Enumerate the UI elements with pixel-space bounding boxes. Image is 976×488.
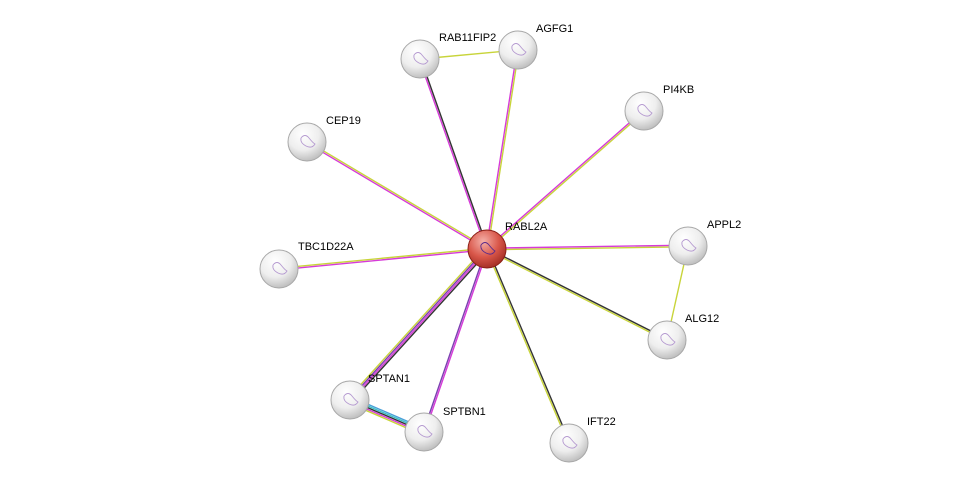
- protein-structure-icon: [511, 43, 527, 56]
- node-tbc1d22a[interactable]: TBC1D22A: [259, 241, 354, 289]
- edge-line: [347, 246, 486, 399]
- edge-rabl2a-cep19[interactable]: [306, 140, 488, 251]
- node-pi4kb[interactable]: PI4KB: [624, 84, 694, 131]
- edge-line: [487, 111, 645, 251]
- edge-line: [307, 140, 488, 249]
- edge-line: [420, 58, 489, 249]
- edge-rabl2a-sptan1[interactable]: [347, 246, 490, 403]
- node-bubble[interactable]: [467, 229, 507, 269]
- edge-line: [487, 50, 520, 250]
- node-label: SPTAN1: [368, 373, 410, 385]
- edge-line: [485, 49, 518, 249]
- edge-rabl2a-tbc1d22a[interactable]: [278, 247, 488, 271]
- edge-line: [348, 247, 487, 400]
- edge-line: [424, 249, 489, 433]
- edge-line: [278, 247, 487, 269]
- protein-structure-icon: [272, 262, 288, 275]
- edge-line: [487, 248, 571, 443]
- node-sptan1[interactable]: SPTAN1: [330, 373, 410, 420]
- node-bubble[interactable]: [549, 423, 589, 463]
- edge-rabl2a-pi4kb[interactable]: [486, 109, 645, 251]
- edge-line: [485, 249, 569, 444]
- node-bubble[interactable]: [330, 380, 370, 420]
- node-label: IFT22: [587, 416, 616, 428]
- node-label: SPTBN1: [443, 406, 486, 418]
- node-label: APPL2: [707, 219, 741, 231]
- protein-structure-icon: [343, 393, 359, 406]
- protein-structure-icon: [413, 52, 429, 65]
- protein-structure-icon: [637, 104, 653, 117]
- edge-line: [486, 249, 667, 342]
- edge-rabl2a-ift22[interactable]: [485, 248, 571, 444]
- node-label: RAB11FIP2: [439, 32, 496, 44]
- edge-rabl2a-agfg1[interactable]: [485, 49, 520, 250]
- node-cep19[interactable]: CEP19: [287, 115, 361, 162]
- protein-structure-icon: [562, 436, 578, 449]
- edge-line: [486, 109, 644, 249]
- edge-line: [422, 248, 487, 432]
- protein-structure-icon: [417, 425, 433, 438]
- node-bubble[interactable]: [259, 249, 299, 289]
- edge-rabl2a-sptbn1[interactable]: [422, 248, 489, 433]
- edge-line: [279, 249, 488, 271]
- protein-structure-icon: [480, 242, 496, 255]
- node-bubble[interactable]: [624, 91, 664, 131]
- node-label: RABL2A: [505, 221, 548, 233]
- protein-structure-icon: [660, 333, 676, 346]
- edge-rabl2a-alg12[interactable]: [486, 247, 668, 342]
- node-ift22[interactable]: IFT22: [549, 416, 616, 463]
- node-bubble[interactable]: [498, 30, 538, 70]
- node-bubble[interactable]: [647, 320, 687, 360]
- node-label: PI4KB: [663, 84, 694, 96]
- node-rab11fip2[interactable]: RAB11FIP2: [400, 32, 496, 79]
- node-agfg1[interactable]: AGFG1: [498, 23, 573, 70]
- protein-structure-icon: [681, 239, 697, 252]
- node-sptbn1[interactable]: SPTBN1: [404, 406, 486, 452]
- protein-structure-icon: [300, 135, 316, 148]
- node-bubble[interactable]: [668, 226, 708, 266]
- node-alg12[interactable]: ALG12: [647, 313, 719, 360]
- node-label: AGFG1: [536, 23, 573, 35]
- node-bubble[interactable]: [400, 39, 440, 79]
- edge-line: [418, 59, 487, 250]
- node-appl2[interactable]: APPL2: [668, 219, 741, 266]
- node-label: CEP19: [326, 115, 361, 127]
- edge-line: [351, 250, 490, 403]
- node-label: ALG12: [685, 313, 719, 325]
- node-rabl2a[interactable]: RABL2A: [467, 221, 548, 269]
- edges-layer: [278, 49, 689, 444]
- edge-rabl2a-appl2[interactable]: [486, 244, 689, 251]
- edge-line: [350, 249, 489, 402]
- edge-line: [487, 247, 668, 340]
- edge-rabl2a-rab11fip2[interactable]: [418, 58, 489, 250]
- node-label: TBC1D22A: [298, 241, 354, 253]
- edge-line: [487, 246, 689, 251]
- edge-line: [486, 244, 688, 249]
- node-bubble[interactable]: [404, 412, 444, 452]
- node-bubble[interactable]: [287, 122, 327, 162]
- edge-line: [306, 142, 487, 251]
